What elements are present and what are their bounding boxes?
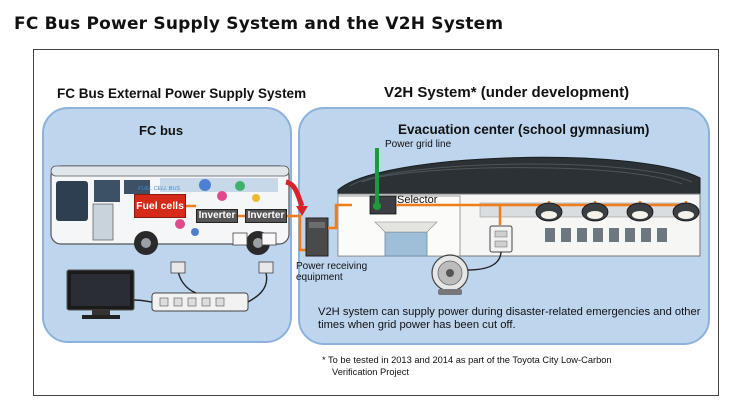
strip-cable-2 xyxy=(247,272,268,303)
footnote-line2: Verification Project xyxy=(332,367,409,377)
receiver-to-selector-line xyxy=(328,203,352,230)
left-section-heading: FC Bus External Power Supply System xyxy=(57,86,307,101)
right-section-heading: V2H System* (under development) xyxy=(384,84,630,101)
power-receiver-box xyxy=(305,217,329,257)
power-receiving-equipment-label: Power receiving equipment xyxy=(296,261,367,283)
footnote-line1: * To be tested in 2013 and 2014 as part … xyxy=(322,355,612,365)
evacuation-center-label: Evacuation center (school gymnasium) xyxy=(398,122,650,137)
v2h-description: V2H system can supply power during disas… xyxy=(318,306,701,331)
ceiling-lamps xyxy=(535,202,700,222)
footnote: * To be tested in 2013 and 2014 as part … xyxy=(322,354,702,378)
receiver-label-line2: equipment xyxy=(296,272,343,283)
selector-label: Selector xyxy=(397,194,438,206)
plug-adapter-2 xyxy=(258,261,274,274)
fan-cable xyxy=(467,251,502,271)
bus-power-arrow xyxy=(285,179,305,207)
plug-adapter-1 xyxy=(170,261,186,274)
tv-monitor-illustration xyxy=(66,269,135,319)
page-title: FC Bus Power Supply System and the V2H S… xyxy=(14,14,504,34)
fuel-cells-tag: Fuel cells xyxy=(134,194,186,218)
tv-cable xyxy=(133,299,153,303)
inverter-tag-2: Inverter xyxy=(245,209,287,223)
bus-power-line xyxy=(186,204,306,252)
wall-outlet-illustration xyxy=(489,225,513,253)
grid-connection-point xyxy=(373,202,381,210)
fc-bus-label: FC bus xyxy=(139,123,184,138)
receiver-label-line1: Power receiving xyxy=(296,261,368,272)
power-strip-illustration xyxy=(151,292,249,312)
bus-display-text: FUEL CELL BUS xyxy=(138,186,180,192)
inverter-tag-1: Inverter xyxy=(196,209,238,223)
bus-power-arrowhead xyxy=(296,206,308,216)
electric-fan-illustration xyxy=(431,254,469,295)
power-grid-line-label: Power grid line xyxy=(385,139,452,150)
